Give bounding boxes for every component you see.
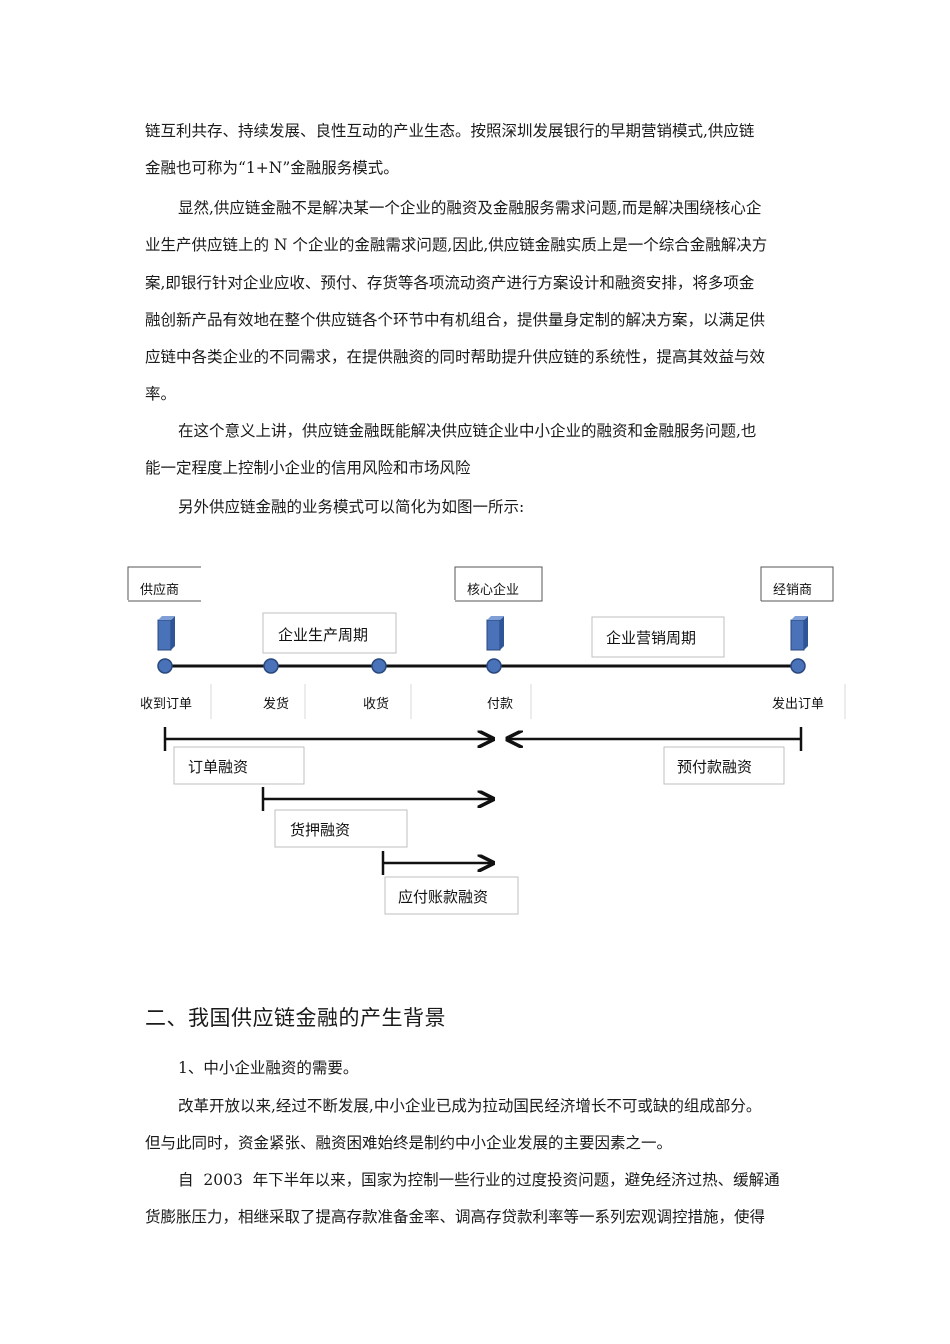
order-financing-label: 订单融资	[188, 758, 248, 776]
text-line: 货膨胀压力，相继采取了提高存款准备金率、调高存贷款利率等一系列宏观调控措施，使得	[145, 1208, 766, 1227]
text-line: 案,即银行针对企业应收、预付、存货等各项流动资产进行方案设计和融资安排，将多项金	[145, 273, 755, 292]
text-line: 另外供应链金融的业务模式可以简化为如图一所示:	[178, 498, 525, 516]
prepay-financing-arrow	[507, 727, 803, 751]
core-enterprise-label: 核心企业	[467, 582, 519, 598]
core-enterprise-box: 核心企业	[454, 566, 543, 602]
payable-financing-label: 应付账款融资	[398, 888, 488, 906]
section2-paragraph-1: 改革开放以来,经过不断发展,中小企业已成为拉动国民经济增长不可或缺的组成部分。 …	[145, 1088, 807, 1163]
supplier-label: 供应商	[140, 582, 179, 598]
node-receive-goods	[371, 658, 387, 674]
text-line: 显然,供应链金融不是解决某一个企业的融资及金融服务需求问题,而是解决围绕核心企	[178, 199, 762, 217]
order-financing-box: 订单融资	[173, 746, 305, 785]
text-line: 能一定程度上控制小企业的信用风险和市场风险	[145, 459, 471, 478]
paragraph-1: 链互利共存、持续发展、良性互动的产业生态。按照深圳发展银行的早期营销模式,供应链…	[145, 113, 807, 188]
paragraph-4: 另外供应链金融的业务模式可以简化为如图一所示:	[145, 489, 807, 526]
event-place-order: 发出订单	[772, 696, 824, 712]
text-line: 应链中各类企业的不同需求，在提供融资的同时帮助提升供应链的系统性，提高其效益与效	[145, 348, 766, 367]
supplier-bar-icon	[157, 616, 175, 651]
section-heading: 二、我国供应链金融的产生背景	[145, 1006, 446, 1030]
text-line: 自 2003 年下半年以来，国家为控制一些行业的过度投资问题，避免经济过热、缓解…	[178, 1171, 780, 1189]
node-ship	[263, 658, 279, 674]
text-line: 在这个意义上讲，供应链金融既能解决供应链企业中小企业的融资和金融服务问题,也	[178, 422, 757, 440]
event-pay: 付款	[487, 697, 513, 712]
event-ship: 发货	[263, 696, 289, 712]
marketing-cycle-box: 企业营销周期	[591, 616, 725, 658]
marketing-cycle-label: 企业营销周期	[606, 629, 696, 647]
paragraph-2: 显然,供应链金融不是解决某一个企业的融资及金融服务需求问题,而是解决围绕核心企 …	[145, 190, 807, 414]
text-line: 但与此同时，资金紧张、融资困难始终是制约中小企业发展的主要因素之一。	[145, 1134, 673, 1153]
pledge-financing-label: 货押融资	[290, 821, 350, 839]
supplier-box: 供应商	[127, 566, 201, 602]
section2-paragraph-2: 自 2003 年下半年以来，国家为控制一些行业的过度投资问题，避免经济过热、缓解…	[145, 1162, 807, 1237]
text-line: 融创新产品有效地在整个供应链各个环节中有机组合，提供量身定制的解决方案，以满足供	[145, 310, 766, 329]
order-financing-arrow	[163, 727, 493, 751]
text-line: 链互利共存、持续发展、良性互动的产业生态。按照深圳发展银行的早期营销模式,供应链	[145, 122, 755, 140]
text-line: 率。	[145, 385, 177, 404]
pledge-financing-box: 货押融资	[274, 809, 408, 848]
dealer-bar-icon	[790, 616, 808, 651]
text-line: 改革开放以来,经过不断发展,中小企业已成为拉动国民经济增长不可或缺的组成部分。	[178, 1097, 762, 1115]
text-line: 金融也可称为“1+N”金融服务模式。	[145, 159, 399, 178]
core-bar-icon	[486, 616, 504, 651]
payable-financing-box: 应付账款融资	[384, 876, 519, 915]
pledge-financing-arrow	[261, 787, 493, 811]
node-receive-order	[157, 658, 173, 674]
prepay-financing-box: 预付款融资	[663, 746, 785, 785]
dealer-label: 经销商	[773, 583, 812, 598]
node-pay	[486, 658, 502, 674]
paragraph-3: 在这个意义上讲，供应链金融既能解决供应链企业中小企业的融资和金融服务问题,也 能…	[145, 413, 807, 488]
production-cycle-box: 企业生产周期	[262, 612, 397, 654]
event-receive-order: 收到订单	[140, 697, 192, 712]
supply-chain-finance-diagram: 供应商 核心企业 经销商 企业生产周期 企业营销周期	[127, 566, 846, 915]
prepay-financing-label: 预付款融资	[677, 758, 752, 776]
production-cycle-label: 企业生产周期	[278, 626, 368, 644]
timeline-nodes	[157, 658, 806, 674]
payable-financing-arrow	[381, 851, 493, 875]
event-receive-goods: 收货	[363, 696, 389, 712]
section-subheading: 1、中小企业融资的需要。	[178, 1059, 359, 1077]
node-place-order	[790, 658, 806, 674]
event-separators	[210, 684, 846, 719]
dealer-box: 经销商	[760, 566, 834, 602]
text-line: 业生产供应链上的 N 个企业的金融需求问题,因此,供应链金融实质上是一个综合金融…	[145, 236, 768, 255]
